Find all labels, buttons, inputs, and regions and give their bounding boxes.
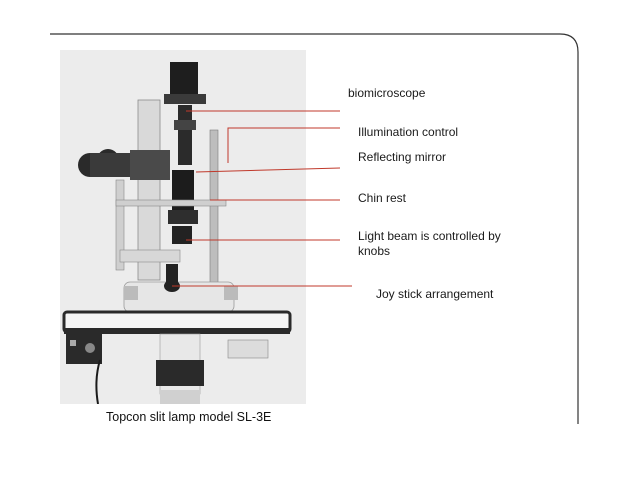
slit-lamp-photo <box>60 50 306 404</box>
figure-caption: Topcon slit lamp model SL-3E <box>106 410 272 424</box>
label-chin-rest: Chin rest <box>358 191 407 205</box>
label-light-beam-line1: Light beam is controlled by <box>358 229 501 243</box>
label-reflecting-mirror: Reflecting mirror <box>358 150 447 164</box>
label-illumination-control: Illumination control <box>358 125 459 139</box>
label-joystick: Joy stick arrangement <box>376 287 494 301</box>
label-light-beam-line2: knobs <box>358 244 391 258</box>
label-biomicroscope: biomicroscope <box>348 86 426 100</box>
